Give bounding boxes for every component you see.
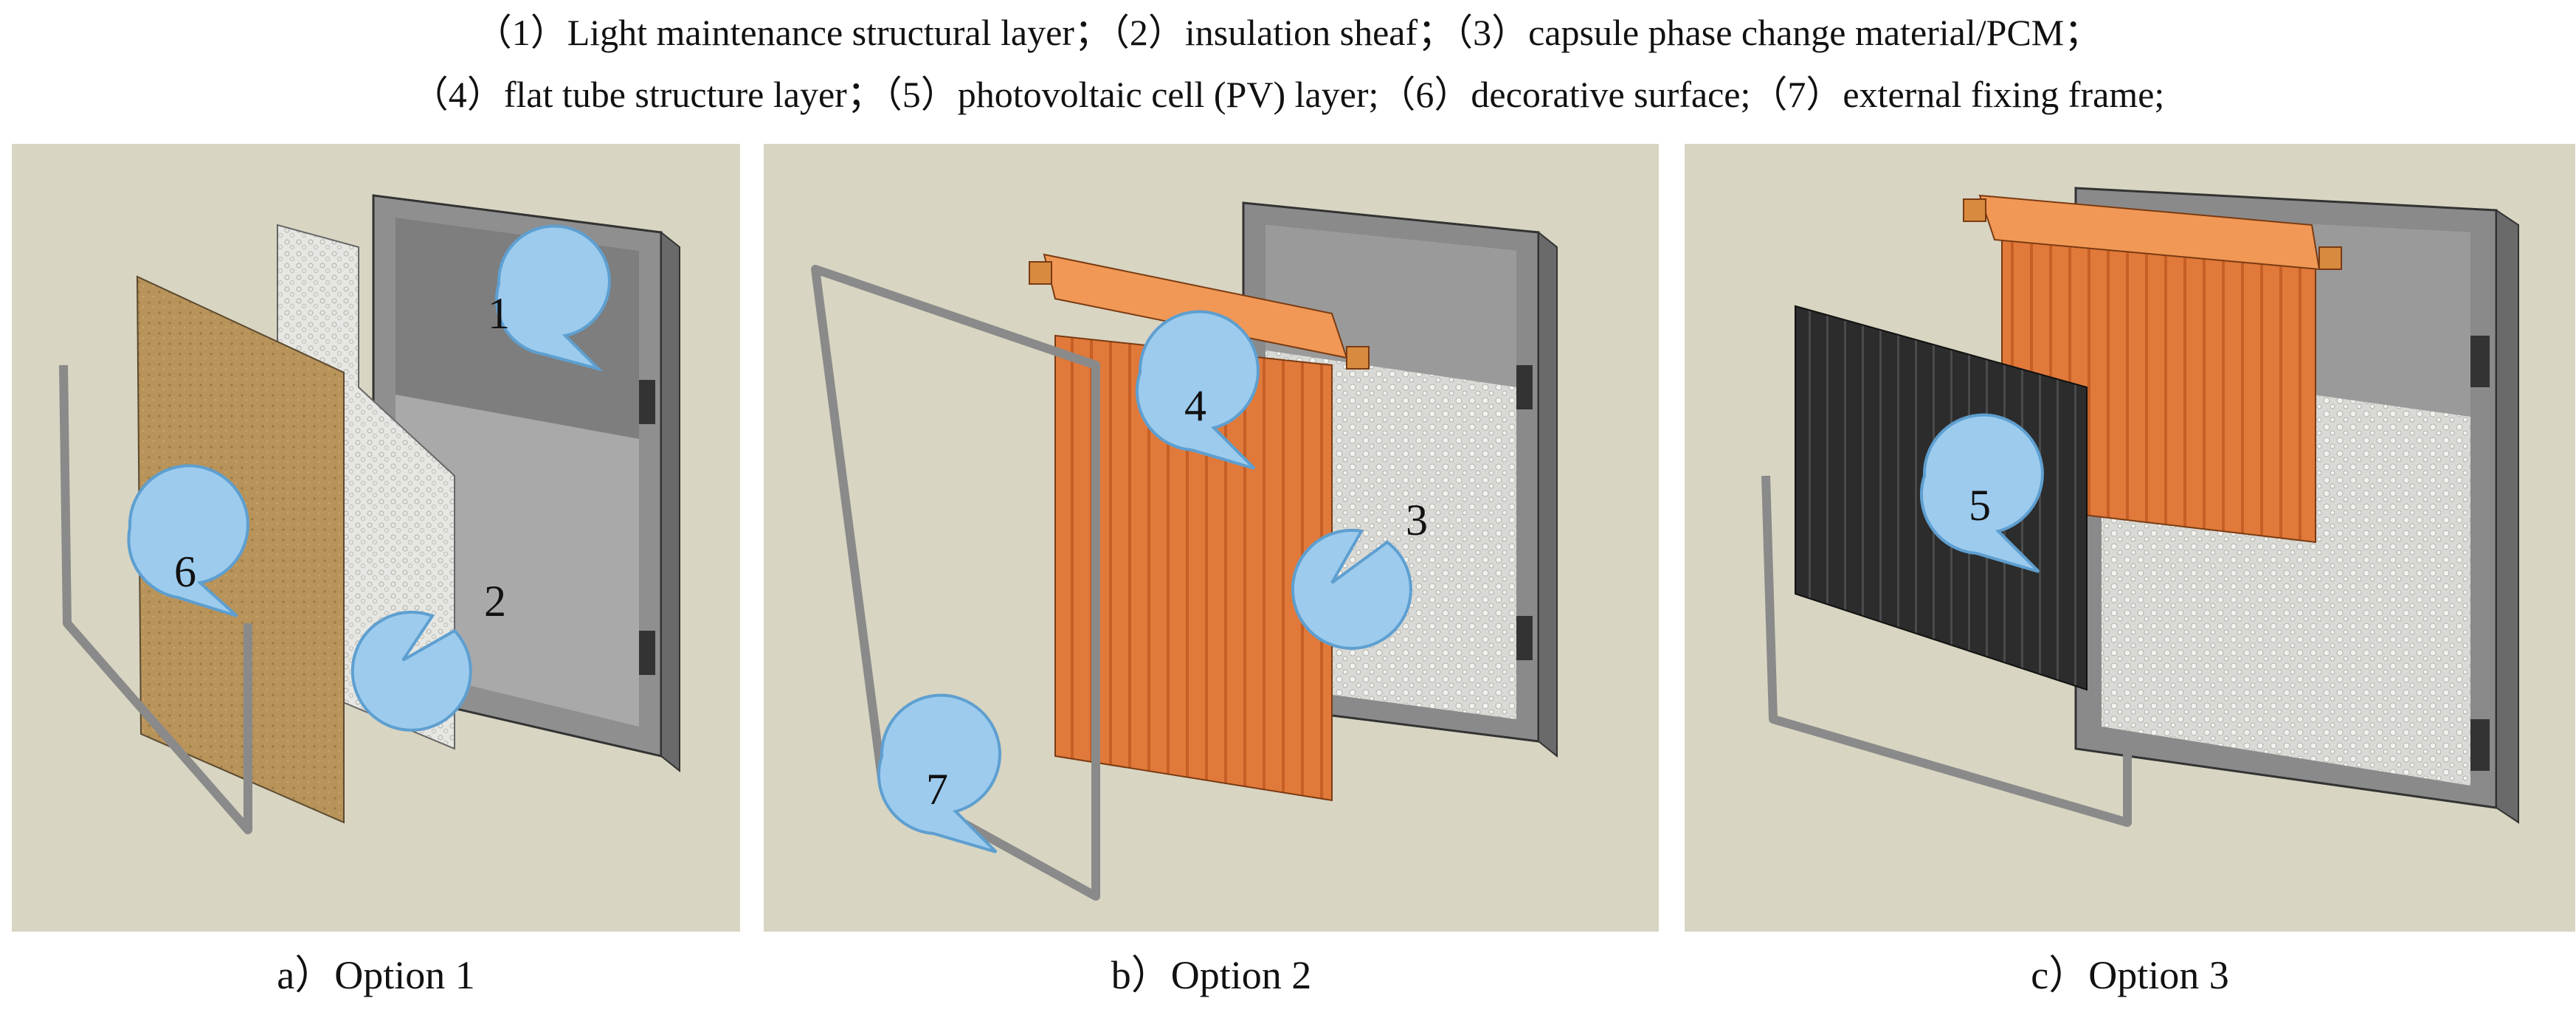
fixing-frame xyxy=(1761,475,2132,827)
callout-2: 2 xyxy=(351,577,506,732)
callout-3: 3 xyxy=(1291,496,1428,650)
callout-6: 6 xyxy=(127,464,249,617)
panel-option-3: 5 xyxy=(1685,144,2575,932)
callout-3-label: 3 xyxy=(1406,496,1428,544)
fixing-frame xyxy=(59,364,252,834)
callout-4: 4 xyxy=(1135,310,1260,470)
legend-line-2: （4）flat tube structure layer；（5）photovol… xyxy=(411,74,2165,115)
caption-option-3: c）Option 3 xyxy=(2031,953,2229,997)
callout-1: 1 xyxy=(488,224,611,372)
panel-option-1: 1 6 2 xyxy=(12,144,740,932)
flat-tube-layer xyxy=(1029,253,1370,802)
fixing-frame xyxy=(811,265,1100,901)
legend-line-1: （1）Light maintenance structural layer；（2… xyxy=(474,12,2102,53)
callout-5-label: 5 xyxy=(1969,481,1991,530)
callout-2-label: 2 xyxy=(484,577,506,626)
callout-7: 7 xyxy=(877,693,1001,853)
caption-option-1: a）Option 1 xyxy=(277,953,475,997)
callout-7-label: 7 xyxy=(926,765,948,814)
panel-option-2: 4 3 7 xyxy=(764,144,1659,932)
callout-5: 5 xyxy=(1919,413,2044,573)
callout-6-label: 6 xyxy=(174,547,196,596)
callout-1-label: 1 xyxy=(488,289,510,338)
caption-option-2: b）Option 2 xyxy=(1111,953,1312,997)
callout-4-label: 4 xyxy=(1184,381,1206,430)
